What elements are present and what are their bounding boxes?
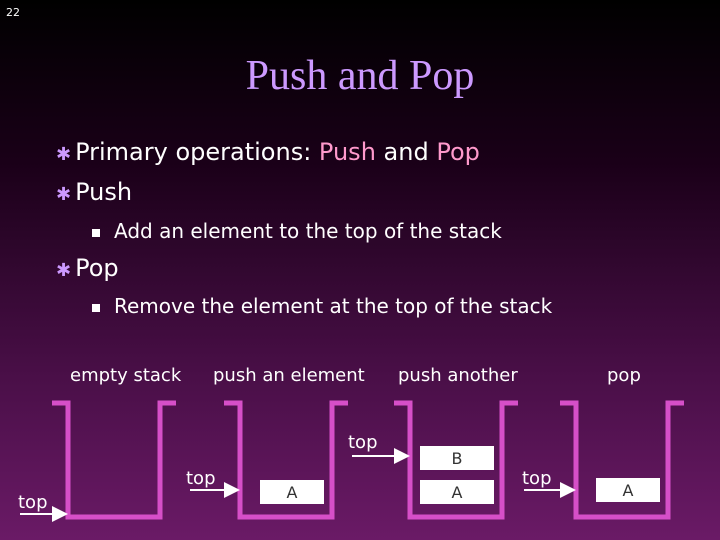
stack-item-label: A <box>623 481 634 500</box>
stack-box-s3-a <box>420 480 494 504</box>
caption-empty-stack: empty stack <box>70 365 182 386</box>
stack-box-s3-b <box>420 446 494 470</box>
caption-push-another: push another <box>398 365 518 386</box>
caption-push-element: push an element <box>213 365 365 386</box>
top-pointer-label: top <box>186 468 216 489</box>
slide-title: Push and Pop <box>245 53 475 99</box>
stack-outline-pop <box>560 400 684 520</box>
stack-outline-push-two <box>394 400 518 520</box>
square-bullet-icon <box>92 228 100 237</box>
sub-bullet-text: Remove the element at the top of the sta… <box>114 294 553 318</box>
stack-item-label: A <box>452 483 463 502</box>
top-pointer-label: top <box>18 492 48 513</box>
top-pointer-label: top <box>348 432 378 453</box>
bullet-pop: ✱Pop <box>56 254 119 282</box>
stack-item-label: B <box>452 449 463 468</box>
asterisk-bullet-icon: ✱ <box>56 144 72 165</box>
bullet-text: Primary operations: <box>75 138 319 166</box>
sub-bullet-text: Add an element to the top of the stack <box>114 219 502 243</box>
asterisk-bullet-icon: ✱ <box>56 260 72 281</box>
stack-item-label: A <box>287 483 298 502</box>
stack-outline-push-one <box>224 400 348 520</box>
sub-bullet-push: Add an element to the top of the stack <box>92 219 502 243</box>
and-text: and <box>375 138 437 166</box>
slide-number: 22 <box>6 6 20 19</box>
pop-keyword: Pop <box>436 138 480 166</box>
bullet-text: Push <box>75 178 133 206</box>
stack-box-s4-a <box>596 478 660 502</box>
sub-bullet-pop: Remove the element at the top of the sta… <box>92 294 552 318</box>
caption-pop: pop <box>607 365 641 386</box>
top-pointer-label: top <box>522 468 552 489</box>
bullet-text: Pop <box>75 254 119 282</box>
push-keyword: Push <box>318 138 376 166</box>
stack-box-s2-a <box>260 480 324 504</box>
bullet-primary-operations: ✱Primary operations: Push and Pop <box>56 138 480 166</box>
stack-outline-empty <box>52 400 176 520</box>
bullet-push: ✱Push <box>56 178 132 206</box>
square-bullet-icon <box>92 303 100 312</box>
asterisk-bullet-icon: ✱ <box>56 184 72 205</box>
